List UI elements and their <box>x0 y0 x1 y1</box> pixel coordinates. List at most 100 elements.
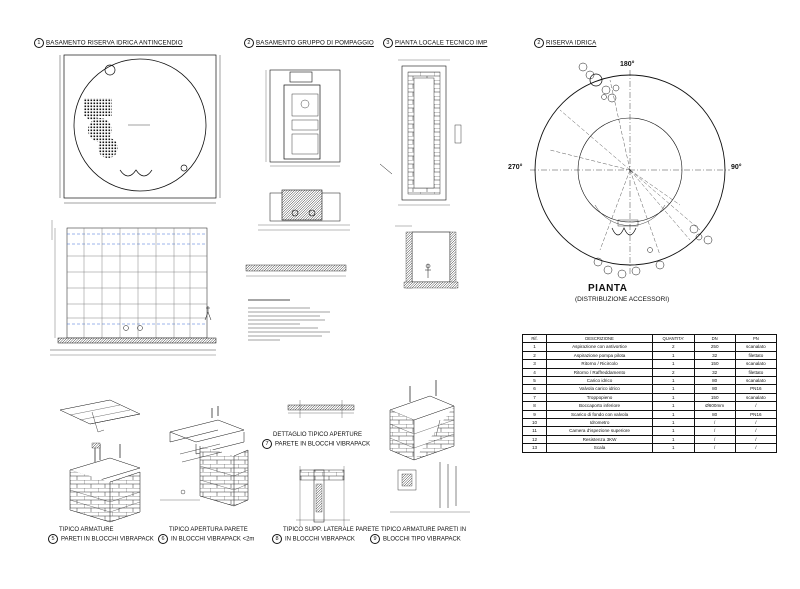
caption-line-2: PARETE IN BLOCCHI VIBRAPACK <box>275 441 371 448</box>
cell-quantita: 1 <box>652 384 695 394</box>
cell-dn: 80 <box>693 384 736 394</box>
cell-rif: 3 <box>521 359 548 369</box>
basamento-plan <box>59 54 221 204</box>
apertura-parete <box>160 406 249 507</box>
cell-pn: / <box>734 434 778 445</box>
cell-rif: 12 <box>521 434 548 445</box>
cell-descrizione: Boccaporto inferiore <box>546 401 654 411</box>
drawing-number: 8 <box>272 534 282 544</box>
drawing-number: 1 <box>34 38 44 48</box>
supporto-laterale <box>296 466 350 526</box>
cell-dn: 80 <box>693 376 736 386</box>
caption-line-2: IN BLOCCHI VIBRAPACK <2m <box>171 536 255 543</box>
cell-pn: PN16 <box>734 409 778 420</box>
pianta-riserva-idrica <box>530 62 730 279</box>
cell-dn: / <box>693 418 736 428</box>
caption-line-1: TIPICO APERTURA PARETE <box>169 527 248 533</box>
cell-quantita: 1 <box>652 350 695 361</box>
locale-tecnico-plan <box>379 59 462 289</box>
col-header-dn: DN <box>693 333 736 344</box>
cell-dn: 250 <box>693 342 736 352</box>
cell-quantita: 1 <box>652 418 695 428</box>
cell-descrizione: Idrometro <box>546 418 654 428</box>
caption-line-1: TIPICO ARMATURE <box>59 527 114 533</box>
cell-dn: 32 <box>693 367 736 378</box>
cell-pn: / <box>734 426 778 436</box>
cell-descrizione: Aspirazione pompa pilota <box>546 350 654 361</box>
cell-dn: 32 <box>693 350 736 361</box>
drawing-title: BASAMENTO RISERVA IDRICA ANTINCENDIO <box>46 39 183 47</box>
cell-rif: 13 <box>521 443 548 453</box>
cell-pn: / <box>734 401 778 411</box>
cell-descrizione: Ritorno / Raffreddamento <box>546 367 654 378</box>
cell-rif: 11 <box>521 426 548 436</box>
cell-quantita: 1 <box>652 392 695 403</box>
cell-pn: scanalato <box>734 376 778 386</box>
cell-quantita: 1 <box>652 443 695 453</box>
cell-rif: 10 <box>521 418 548 428</box>
cell-rif: 8 <box>521 401 548 411</box>
drawing-number: 2 <box>534 38 544 48</box>
cell-descrizione: Resistenza 3KW <box>546 434 654 445</box>
pianta-subtitle: (DISTRIBUZIONE ACCESSORI) <box>575 296 670 303</box>
drawing-title: RISERVA IDRICA <box>546 39 597 47</box>
pianta-title: PIANTA <box>588 283 628 294</box>
cell-quantita: 1 <box>652 401 695 411</box>
cell-rif: 5 <box>521 376 548 386</box>
cell-quantita: 1 <box>652 359 695 369</box>
armature-isometric <box>59 399 141 523</box>
cell-quantita: 1 <box>652 409 695 420</box>
drawing-title: BASAMENTO GRUPPO DI POMPAGGIO <box>256 39 374 47</box>
cell-dn: 80 <box>693 409 736 420</box>
cell-descrizione: Scarico di fondo con valvola <box>546 409 654 420</box>
caption-line-2: PARETI IN BLOCCHI VIBRAPACK <box>61 536 154 543</box>
cell-rif: 6 <box>521 384 548 394</box>
cell-pn: / <box>734 418 778 428</box>
cell-pn: scanalato <box>734 342 778 352</box>
cell-pn: / <box>734 443 778 453</box>
cell-quantita: 2 <box>652 342 695 352</box>
col-header-pn: PN <box>734 333 778 344</box>
cell-rif: 2 <box>521 350 548 361</box>
caption-line-1: TIPICO ARMATURE PARETI IN <box>381 527 467 533</box>
cell-rif: 1 <box>521 342 548 352</box>
drawing-title: PIANTA LOCALE TECNICO IMP <box>395 39 488 47</box>
cell-pn: scanalato <box>734 359 778 369</box>
cell-dn: / <box>693 434 736 445</box>
cell-rif: 9 <box>521 409 548 420</box>
caption-line-1: DETTAGLIO TIPICO APERTURE <box>273 432 363 438</box>
cell-pn: PN16 <box>734 384 778 394</box>
drawing-number: 6 <box>158 534 168 544</box>
cell-pn: scanalato <box>734 392 778 403</box>
drawing-number: 7 <box>262 439 272 449</box>
basamento-section <box>50 220 217 356</box>
cell-quantita: 1 <box>652 434 695 445</box>
cell-dn: 150 <box>693 359 736 369</box>
cell-descrizione: Camera d'ispezione superiore <box>546 426 654 436</box>
caption-line-1: TIPICO SUPP. LATERALE PARETE <box>283 527 380 533</box>
armature-pareti <box>389 380 470 513</box>
dettaglio-aperture <box>287 400 355 418</box>
cell-quantita: 2 <box>652 367 695 378</box>
cell-descrizione: Troppopieno <box>546 392 654 403</box>
